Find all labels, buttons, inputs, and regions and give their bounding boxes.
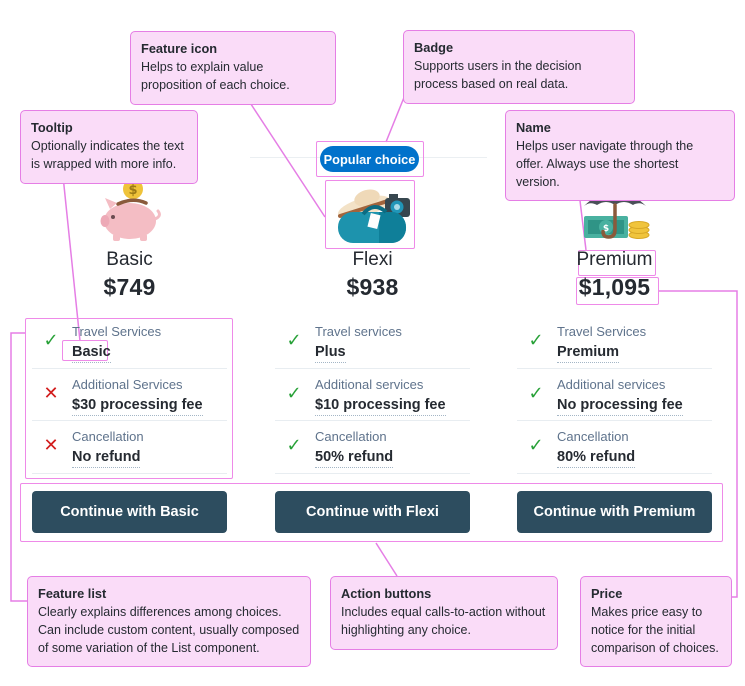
note-body: Helps to explain value proposition of ea… <box>141 60 290 92</box>
row-divider <box>32 368 227 369</box>
note-name: Name Helps user navigate through the off… <box>505 110 735 202</box>
check-icon: ✓ <box>43 330 59 351</box>
cross-icon: ✕ <box>43 435 59 456</box>
note-body: Includes equal calls-to-action without h… <box>341 605 546 637</box>
plan-price: $1,095 <box>578 274 651 300</box>
check-icon: ✓ <box>286 383 302 404</box>
travel-bag-icon <box>333 186 413 249</box>
plan-name: Premium <box>576 249 653 270</box>
plan-price: $749 <box>103 274 156 300</box>
plan-name: Basic <box>106 249 153 270</box>
plan-price: $938 <box>346 274 399 300</box>
note-title: Name <box>516 120 551 135</box>
row-divider <box>517 368 712 369</box>
pricing-column-basic: $ Basic $749 ✓ Travel Services Basic ✕ <box>32 0 227 686</box>
feature-value-tooltip[interactable]: $10 processing fee <box>315 397 446 416</box>
feature-row: ✓ Travel services Plus <box>275 324 470 363</box>
feature-label: Cancellation <box>72 429 144 444</box>
feature-value-tooltip[interactable]: 50% refund <box>315 449 394 468</box>
note-title: Price <box>591 586 623 601</box>
piggy-bank-icon: $ <box>96 178 164 247</box>
note-title: Feature icon <box>141 41 218 56</box>
feature-value-tooltip[interactable]: No processing fee <box>557 397 683 416</box>
note-title: Tooltip <box>31 120 73 135</box>
feature-value-tooltip[interactable]: Premium <box>557 344 620 363</box>
check-icon: ✓ <box>528 435 544 456</box>
note-badge: Badge Supports users in the decision pro… <box>403 30 635 104</box>
row-divider <box>32 473 227 474</box>
feature-row: ✓ Cancellation 50% refund <box>275 429 470 468</box>
plan-name: Flexi <box>352 249 393 270</box>
feature-value-tooltip[interactable]: $30 processing fee <box>72 397 203 416</box>
feature-label: Additional services <box>557 377 666 392</box>
feature-row: ✓ Cancellation 80% refund <box>517 429 712 468</box>
cross-icon: ✕ <box>43 383 59 404</box>
note-price: Price Makes price easy to notice for the… <box>580 576 732 668</box>
continue-flexi-button[interactable]: Continue with Flexi <box>275 491 470 533</box>
row-divider <box>517 420 712 421</box>
highlight-name <box>578 250 656 276</box>
note-body: Optionally indicates the text is wrapped… <box>31 139 184 171</box>
note-body: Clearly explains differences among choic… <box>38 605 300 655</box>
feature-row: ✓ Additional services $10 processing fee <box>275 377 470 416</box>
note-title: Feature list <box>38 586 107 601</box>
check-icon: ✓ <box>286 435 302 456</box>
row-divider <box>275 473 470 474</box>
note-body: Makes price easy to notice for the initi… <box>591 605 719 655</box>
popular-choice-badge: Popular choice <box>320 146 419 172</box>
feature-label: Cancellation <box>557 429 629 444</box>
feature-value-tooltip[interactable]: Plus <box>315 344 346 363</box>
svg-text:$: $ <box>602 224 608 234</box>
feature-row: ✓ Travel Services Premium <box>517 324 712 363</box>
feature-row: ✕ Additional Services $30 processing fee <box>32 377 227 416</box>
note-tooltip: Tooltip Optionally indicates the text is… <box>20 110 198 184</box>
note-title: Badge <box>414 40 454 55</box>
feature-label: Travel Services <box>557 324 647 339</box>
feature-row: ✓ Additional services No processing fee <box>517 377 712 416</box>
feature-row: ✓ Travel Services Basic <box>32 324 227 363</box>
feature-value-tooltip[interactable]: No refund <box>72 449 141 468</box>
feature-label: Additional services <box>315 377 424 392</box>
continue-basic-button[interactable]: Continue with Basic <box>32 491 227 533</box>
feature-label: Additional Services <box>72 377 183 392</box>
check-icon: ✓ <box>286 330 302 351</box>
svg-text:$: $ <box>128 183 137 198</box>
note-title: Action buttons <box>341 586 432 601</box>
row-divider <box>275 420 470 421</box>
feature-value-tooltip[interactable]: 80% refund <box>557 449 636 468</box>
feature-label: Travel services <box>315 324 402 339</box>
continue-premium-button[interactable]: Continue with Premium <box>517 491 712 533</box>
note-action-buttons: Action buttons Includes equal calls-to-a… <box>330 576 558 650</box>
feature-row: ✕ Cancellation No refund <box>32 429 227 468</box>
row-divider <box>275 368 470 369</box>
note-feature-list: Feature list Clearly explains difference… <box>27 576 311 668</box>
feature-label: Cancellation <box>315 429 387 444</box>
row-divider <box>517 473 712 474</box>
feature-label: Travel Services <box>72 324 162 339</box>
note-body: Helps user navigate through the offer. A… <box>516 139 694 189</box>
badge-label: Popular choice <box>323 151 416 167</box>
highlight-tooltip-value <box>62 340 108 361</box>
check-icon: ✓ <box>528 383 544 404</box>
feature-value-tooltip[interactable]: Basic <box>72 344 111 363</box>
note-feature-icon: Feature icon Helps to explain value prop… <box>130 31 336 105</box>
check-icon: ✓ <box>528 330 544 351</box>
row-divider <box>32 420 227 421</box>
note-body: Supports users in the decision process b… <box>414 59 582 91</box>
pricing-column-flexi: Flexi $938 ✓ Travel services Plus ✓ Addi… <box>275 0 470 686</box>
